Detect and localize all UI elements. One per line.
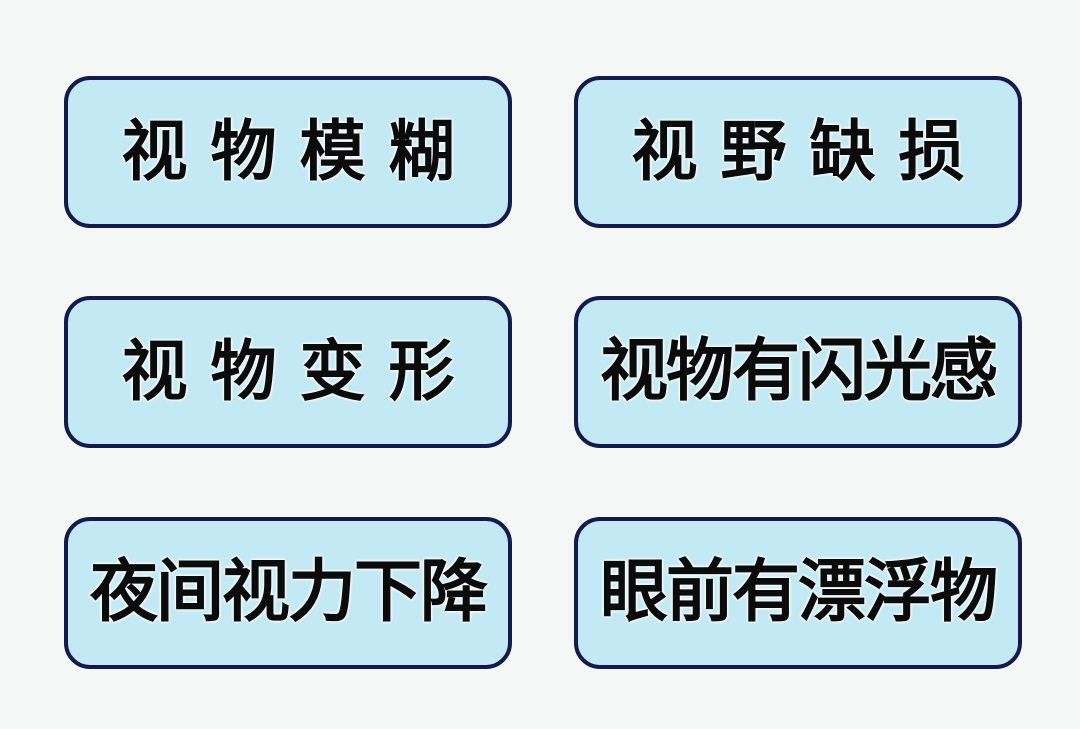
symptom-card-flashes: 视物有闪光感 [574,296,1022,448]
symptom-label: 视物有闪光感 [599,332,998,411]
symptom-card-floaters: 眼前有漂浮物 [574,517,1022,669]
symptom-card-night-vision-decline: 夜间视力下降 [64,517,512,669]
symptom-card-distorted-vision: 视 物 变 形 [64,296,512,448]
symptom-label: 眼前有漂浮物 [599,553,998,632]
symptom-card-blurred-vision: 视 物 模 糊 [64,76,512,228]
symptom-label: 视 物 变 形 [121,333,455,410]
symptom-label: 视 物 模 糊 [121,113,455,190]
symptom-label: 夜间视力下降 [89,553,488,632]
symptom-card-visual-field-loss: 视 野 缺 损 [574,76,1022,228]
symptom-label: 视 野 缺 损 [631,113,965,190]
